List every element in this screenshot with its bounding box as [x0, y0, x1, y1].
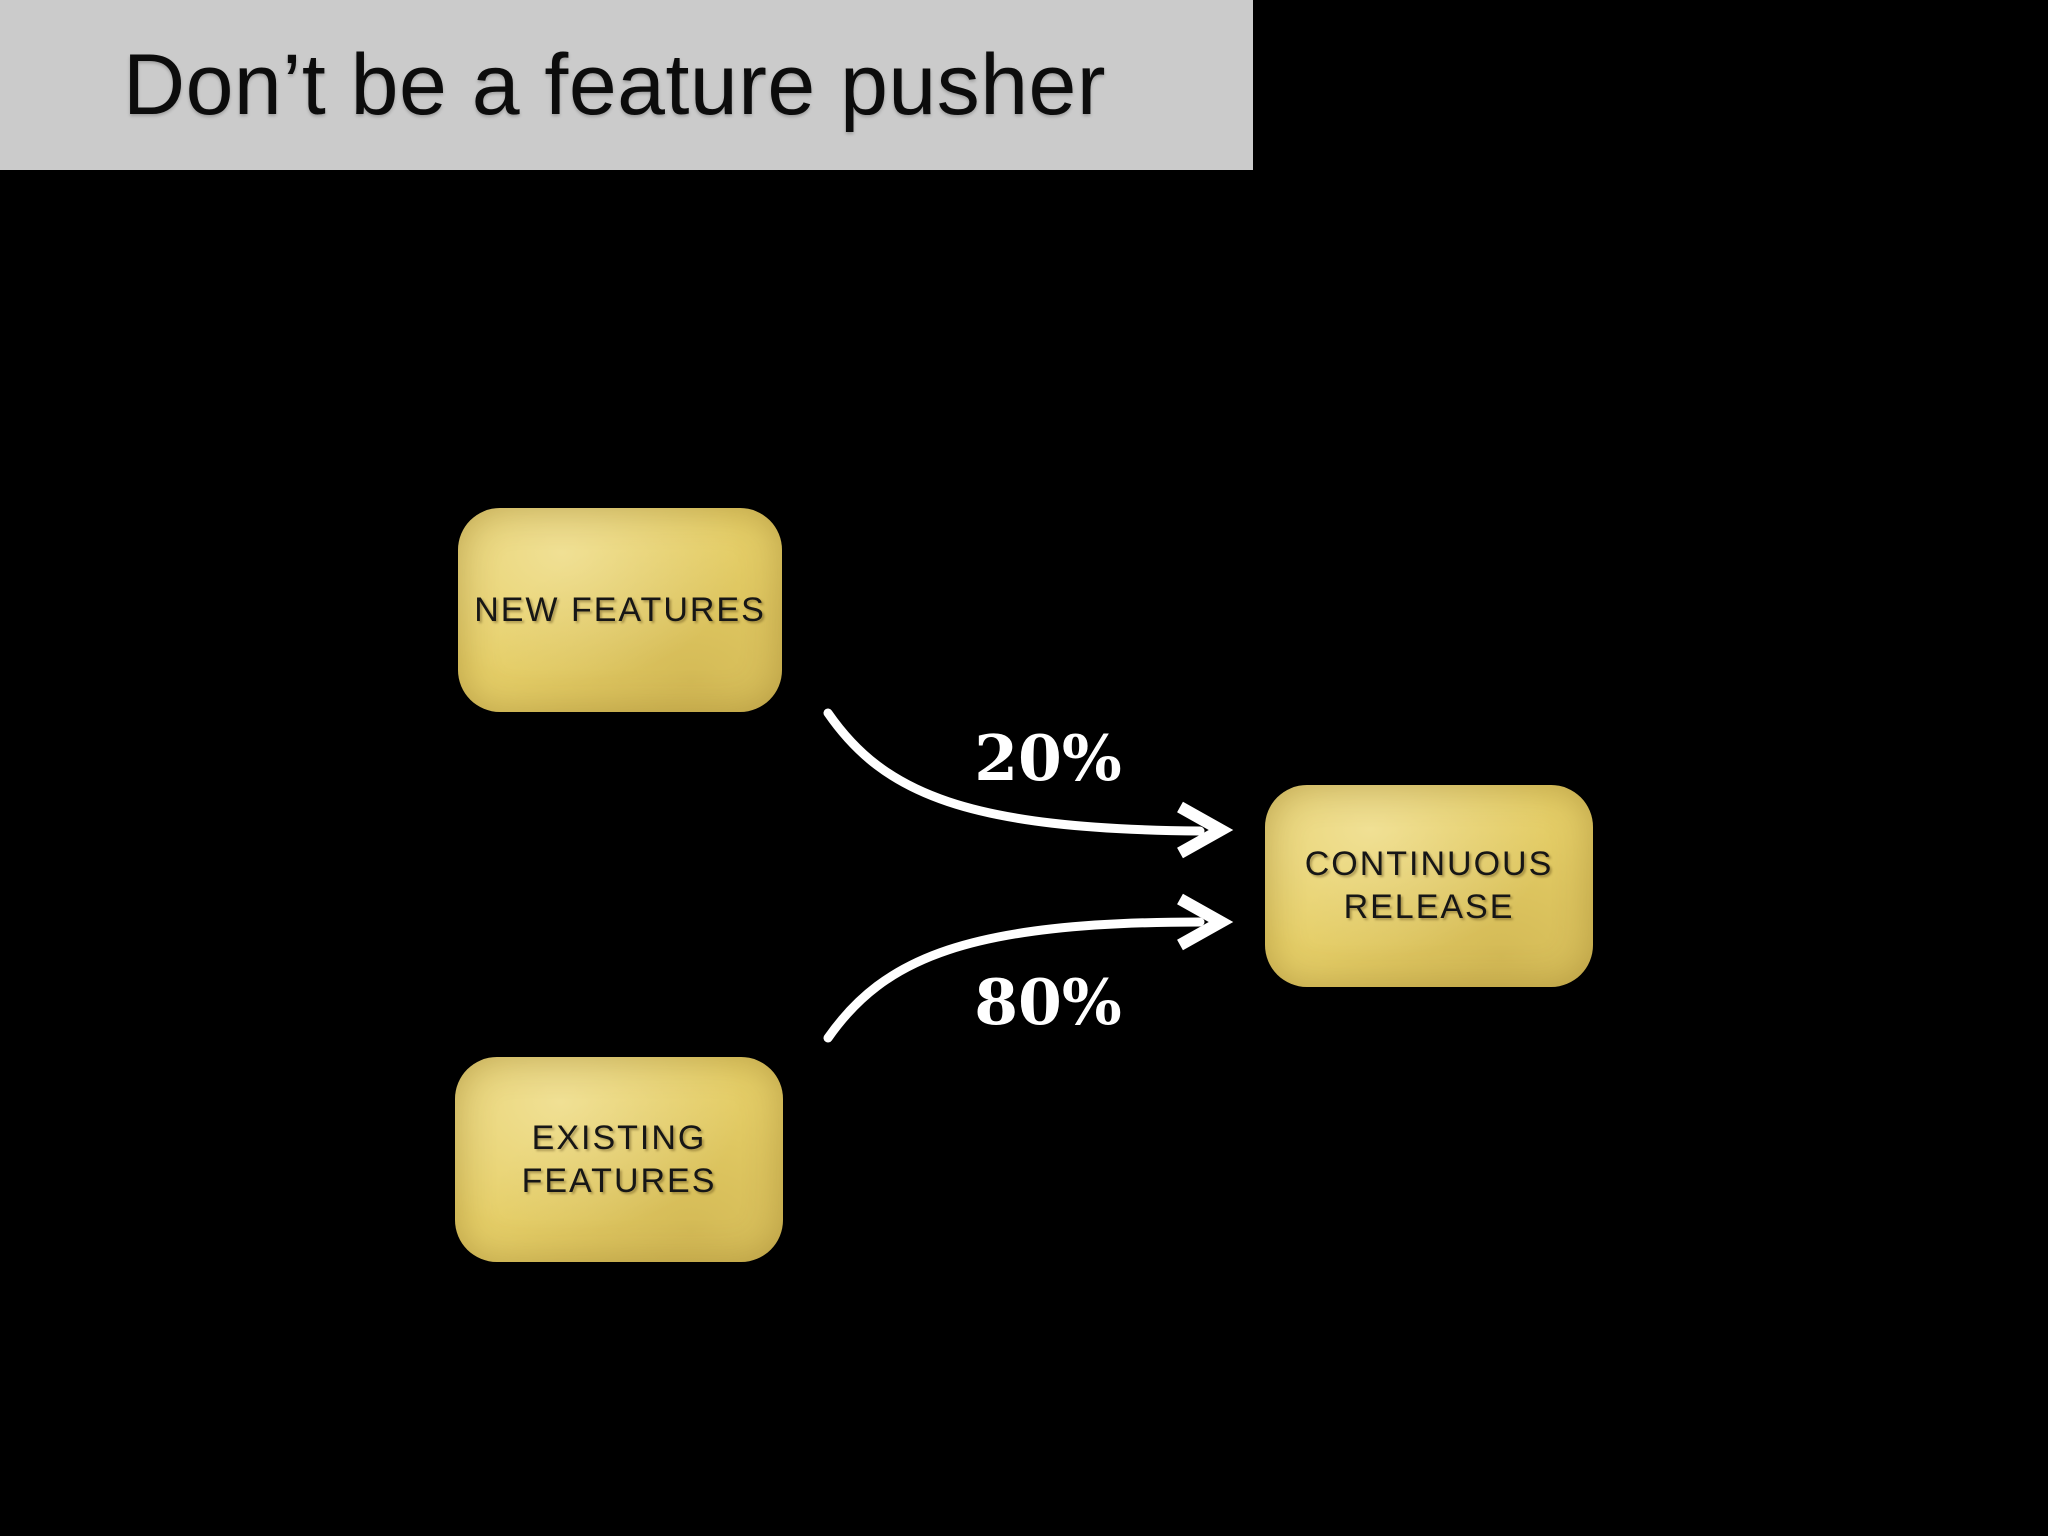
node-continuous-release-line2: RELEASE: [1343, 888, 1515, 926]
node-new-features-label: NEW FEATURES: [474, 590, 766, 629]
arrow-new-to-release: [823, 708, 1205, 836]
title-banner: Don’t be a feature pusher: [0, 0, 1253, 170]
slide-title: Don’t be a feature pusher: [123, 36, 1107, 133]
node-continuous-release: CONTINUOUS RELEASE: [1265, 785, 1593, 987]
edge-label-20-percent: 20%: [974, 721, 1122, 795]
node-existing-features: EXISTING FEATURES: [455, 1057, 783, 1262]
node-existing-features-line1: EXISTING: [531, 1118, 707, 1157]
node-continuous-release-line1: CONTINUOUS: [1304, 845, 1554, 884]
arrow-existing-to-release: [823, 917, 1205, 1043]
arrowhead-new-to-release-icon: [1177, 801, 1234, 859]
edge-label-80-percent: 80%: [974, 965, 1122, 1039]
node-existing-features-line2: FEATURES: [521, 1161, 717, 1200]
node-new-features: NEW FEATURES: [458, 508, 782, 712]
arrowhead-existing-to-release-icon: [1177, 893, 1234, 951]
